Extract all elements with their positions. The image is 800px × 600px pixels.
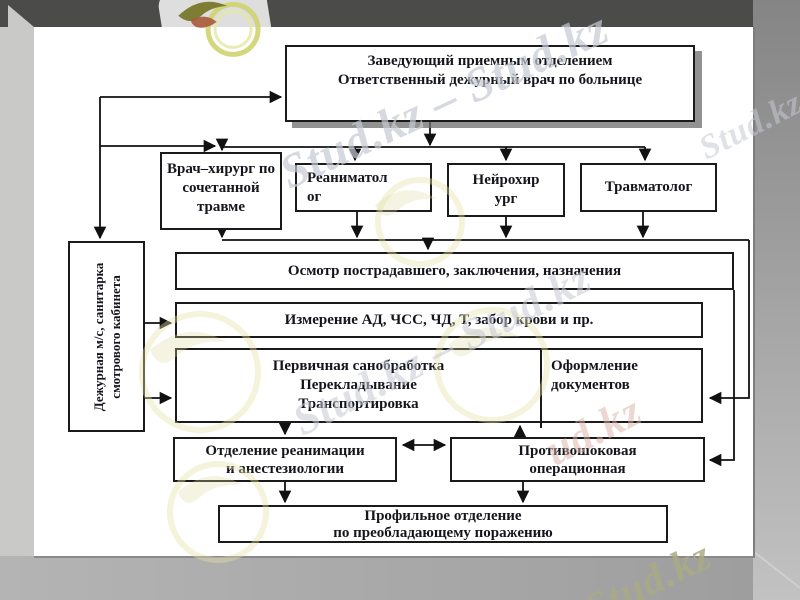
box-sanitation-line1: Первичная санобработка xyxy=(272,358,445,374)
frame-top-bar xyxy=(0,0,753,27)
frame-left-strip xyxy=(0,27,34,556)
box-duty-nurse-line2: смотрового кабинета xyxy=(107,274,123,399)
box-trauma-surgeon-line2: сочетанной xyxy=(182,180,260,196)
box-antishock-or-line1: Противошоковая xyxy=(518,443,637,459)
box-antishock-or-line2: операционная xyxy=(529,461,626,477)
box-trauma-surgeon-line1: Врач–хирург по xyxy=(166,161,276,177)
box-examination: Осмотр пострадавшего, заключения, назнач… xyxy=(175,252,734,290)
box-measurements-text: Измерение АД, ЧСС, ЧД, Т, забор крови и … xyxy=(284,311,594,328)
box-reanimatologist: Реаниматол ог xyxy=(295,163,432,212)
frame-right-band xyxy=(753,0,800,600)
box-sanitation-group: Первичная санобработка Перекладывание Тр… xyxy=(175,348,703,428)
box-icu: Отделение реанимации и анестезиологии xyxy=(173,437,397,482)
box-duty-nurse-line1: Дежурная м/с, санитарка xyxy=(90,262,106,411)
box-traumatologist: Травматолог xyxy=(580,163,717,212)
box-sanitation-line2: Перекладывание xyxy=(300,377,417,393)
box-trauma-surgeon-line3: травме xyxy=(196,199,246,215)
box-admission-head-line2: Ответственный дежурный врач по больнице xyxy=(337,72,643,88)
box-profile-department-line1: Профильное отделение xyxy=(364,508,522,524)
box-icu-line2: и анестезиологии xyxy=(225,461,345,477)
box-reanimatologist-line1: Реаниматол xyxy=(307,170,388,186)
box-reanimatologist-line2: ог xyxy=(307,189,322,205)
box-neurosurgeon-line1: Нейрохир xyxy=(472,172,540,188)
box-traumatologist-line1: Травматолог xyxy=(604,179,693,195)
box-trauma-surgeon: Врач–хирург по сочетанной травме xyxy=(160,152,282,230)
box-neurosurgeon-line2: ург xyxy=(494,191,518,207)
box-examination-text: Осмотр пострадавшего, заключения, назнач… xyxy=(287,262,622,279)
box-profile-department: Профильное отделение по преобладающему п… xyxy=(218,505,668,543)
box-measurements: Измерение АД, ЧСС, ЧД, Т, забор крови и … xyxy=(175,302,703,338)
box-icu-line1: Отделение реанимации xyxy=(205,443,365,459)
box-profile-department-line2: по преобладающему поражению xyxy=(333,525,553,541)
box-neurosurgeon: Нейрохир ург xyxy=(447,163,565,217)
box-admission-head-line1: Заведующий приемным отделением xyxy=(367,53,613,69)
box-paperwork: Оформление документов xyxy=(540,350,712,428)
box-duty-nurse-text: Дежурная м/с, санитарка смотрового кабин… xyxy=(90,244,124,430)
frame-bottom-band xyxy=(0,556,753,600)
box-antishock-or: Противошоковая операционная xyxy=(450,437,705,482)
box-duty-nurse: Дежурная м/с, санитарка смотрового кабин… xyxy=(68,241,145,432)
box-paperwork-line1: Оформление xyxy=(551,358,638,374)
box-paperwork-line2: документов xyxy=(551,377,630,393)
box-sanitation: Первичная санобработка Перекладывание Тр… xyxy=(177,350,540,428)
box-sanitation-line3: Транспортировка xyxy=(298,396,419,412)
box-admission-head: Заведующий приемным отделением Ответстве… xyxy=(285,45,695,122)
